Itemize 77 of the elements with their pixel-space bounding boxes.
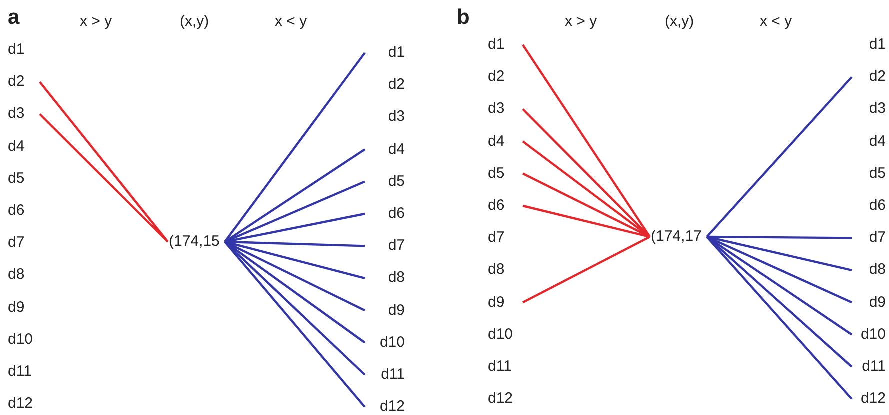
connector-line <box>522 204 650 238</box>
row-label: d8 <box>365 269 405 288</box>
connector-line <box>706 236 853 400</box>
row-label: d10 <box>488 326 523 344</box>
column-header: x > y <box>80 13 112 31</box>
column-header: (x,y) <box>180 13 210 31</box>
panel-letter: a <box>8 6 20 30</box>
connector-line <box>706 76 853 238</box>
row-label: d12 <box>365 398 405 415</box>
row-label: d7 <box>8 234 40 252</box>
row-label: d2 <box>365 76 405 94</box>
row-label: d3 <box>365 108 405 126</box>
connector-line <box>706 236 853 336</box>
row-label: d6 <box>365 205 405 223</box>
row-label: d10 <box>8 330 40 349</box>
connector-line <box>39 82 169 243</box>
row-label: d3 <box>8 105 40 124</box>
row-label: d12 <box>8 395 40 414</box>
row-label: d1 <box>365 44 405 62</box>
connector-line <box>39 114 169 243</box>
row-label: d11 <box>8 363 40 381</box>
row-label: d1 <box>852 36 886 54</box>
row-label: d10 <box>365 334 405 352</box>
row-label: d5 <box>488 164 523 183</box>
row-label: d3 <box>488 100 523 118</box>
connector-line <box>224 180 366 244</box>
row-label: d7 <box>852 229 886 248</box>
row-label: d6 <box>8 202 40 220</box>
row-label: d2 <box>8 73 40 92</box>
connector-line <box>224 241 366 408</box>
row-label: d6 <box>488 197 523 215</box>
row-label: d5 <box>852 164 886 183</box>
connector-line <box>224 241 366 376</box>
column-header: x < y <box>275 13 308 31</box>
connector-line <box>706 236 852 304</box>
row-label: d5 <box>365 172 405 191</box>
connector-line <box>224 148 366 243</box>
row-label: d3 <box>852 100 886 118</box>
row-label: d2 <box>852 68 886 86</box>
row-label: d1 <box>488 36 523 54</box>
column-header: x < y <box>760 13 792 31</box>
column-header: x > y <box>565 13 598 31</box>
row-label: d12 <box>852 390 886 408</box>
row-label: d11 <box>488 358 523 376</box>
connector-line <box>224 241 366 312</box>
row-label: d4 <box>852 132 886 151</box>
column-header: (x,y) <box>665 13 694 31</box>
connector-line <box>522 108 651 238</box>
row-label: d8 <box>488 261 523 280</box>
row-label: d9 <box>852 294 886 312</box>
row-label: d12 <box>488 390 523 408</box>
row-label: d4 <box>8 138 40 156</box>
row-label: d6 <box>852 197 886 215</box>
row-label: d2 <box>488 68 523 86</box>
row-label: d4 <box>365 140 405 159</box>
panel-letter: b <box>457 6 470 30</box>
row-label: d8 <box>852 261 886 280</box>
row-label: d5 <box>8 170 40 188</box>
connector-line <box>224 52 366 243</box>
row-label: d11 <box>365 366 405 384</box>
connector-line <box>522 140 651 238</box>
row-label: d9 <box>8 298 40 317</box>
row-label: d9 <box>488 294 523 312</box>
row-label: d1 <box>8 41 40 59</box>
row-label: d7 <box>488 229 523 248</box>
row-label: d10 <box>852 326 886 344</box>
connector-line <box>522 44 651 238</box>
connector-line <box>522 236 650 304</box>
coordinate-label: (174,15 <box>169 233 227 251</box>
coordinate-label: (174,17 <box>651 228 709 246</box>
row-label: d11 <box>852 358 886 376</box>
row-label: d7 <box>365 237 405 256</box>
connector-line <box>706 236 852 240</box>
connector-line <box>706 236 853 368</box>
row-label: d4 <box>488 132 523 151</box>
row-label: d8 <box>8 266 40 284</box>
row-label: d9 <box>365 302 405 320</box>
